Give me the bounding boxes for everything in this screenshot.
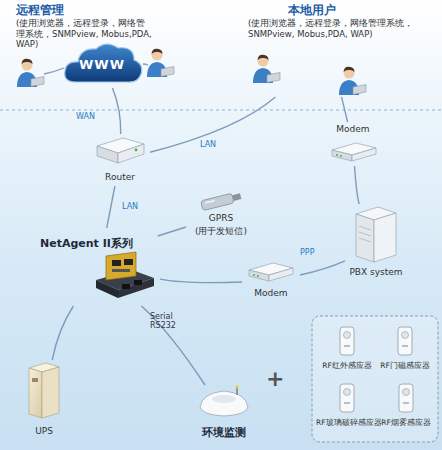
node-text: Modem: [242, 288, 300, 298]
card-icon: [92, 250, 158, 302]
env-art: [196, 385, 252, 419]
node-text: 远程管理: [16, 2, 146, 19]
node-text: NetAgent II系列: [40, 236, 150, 251]
node-text: RF门磁感应器: [376, 361, 434, 371]
rf-sensor: RF门磁感应器: [376, 325, 434, 375]
env-icon: [196, 385, 252, 419]
ups-device: UPS: [18, 360, 70, 442]
sensor-icon: [337, 382, 357, 414]
network-link: [150, 97, 275, 152]
link-label: LAN: [122, 202, 138, 211]
zone-separator: [0, 110, 442, 111]
plus-sign: +: [266, 366, 284, 391]
link-label: PPP: [300, 248, 314, 257]
netagent-card: NetAgent II系列: [38, 228, 160, 306]
user-art: [336, 64, 368, 96]
sensor-group-box: [312, 316, 438, 442]
node-text: UPS: [18, 426, 70, 436]
remote-user-icon: [147, 49, 174, 77]
pbx-server: PBX system: [345, 204, 407, 290]
user-icon: [336, 64, 368, 96]
router-icon: [94, 134, 146, 166]
remote-user-icon: [17, 59, 44, 87]
ups-icon: [26, 360, 62, 420]
node-text: 本地用户: [288, 2, 408, 19]
modem-art: [329, 140, 379, 164]
user-art: [250, 52, 282, 84]
link-label: LAN: [200, 140, 216, 149]
network-link: [355, 166, 360, 204]
node-text: 环境监测: [188, 425, 260, 440]
node-text: WWW: [62, 57, 142, 72]
modem-icon: [329, 140, 379, 164]
user-wire: [44, 68, 64, 74]
rf-sensor: RF烟雾感应器: [377, 382, 435, 432]
network-link: [158, 227, 186, 236]
usb-art: [197, 188, 245, 212]
rf-sensor: RF玻璃破碎感应器: [316, 382, 378, 432]
node-text: RF红外感应器: [318, 361, 376, 371]
sensor-art: [337, 325, 357, 357]
sensor-icon: [396, 382, 416, 414]
network-link: [142, 306, 206, 385]
modem-device: Modem: [325, 122, 381, 166]
gprs-device: GPRS (用于发短信): [186, 188, 256, 244]
sensor-icon: [337, 325, 357, 357]
router-art: [94, 134, 146, 166]
network-link: [107, 186, 115, 228]
network-link: [342, 97, 348, 122]
local-user-group: 本地用户(使用浏览器，远程登录，网络管理系统， SNMPview, Mobus,…: [228, 2, 432, 97]
modem-icon: [246, 260, 296, 284]
node-text: Router: [90, 172, 150, 182]
link-label: WAN: [76, 112, 95, 121]
server-art: [352, 204, 400, 264]
internet-cloud: WWW: [62, 40, 144, 88]
network-link: [52, 306, 73, 360]
sensor-art: [396, 382, 416, 414]
env-monitor: 环境监测: [188, 385, 260, 443]
usb-icon: [197, 188, 245, 212]
group-heading-block: 远程管理(使用浏览器，远程登录，网络管理系统，SNMPview, Mobus,P…: [4, 2, 154, 48]
rf-sensor: RF红外感应器: [318, 325, 376, 375]
server-icon: [352, 204, 400, 264]
node-text: RF烟雾感应器: [377, 418, 435, 428]
network-link: [300, 261, 345, 275]
modem-art: [246, 260, 296, 284]
sensor-art: [395, 325, 415, 357]
user-icon: [250, 52, 282, 84]
modem-device: Modem: [242, 260, 300, 302]
node-text: PBX system: [345, 267, 407, 277]
card-art: [92, 250, 158, 302]
node-text: (使用浏览器，远程登录，网络管理系统， SNMPview, Mobus,PDA,…: [248, 18, 428, 39]
network-link: [160, 279, 242, 282]
node-text: GPRS: [186, 213, 256, 223]
sensor-icon: [395, 325, 415, 357]
user-wire: [143, 64, 148, 65]
router-device: Router: [90, 134, 150, 186]
network-link: [113, 88, 121, 134]
node-text: Modem: [325, 124, 381, 134]
node-text: RF玻璃破碎感应器: [316, 418, 378, 428]
node-text: (用于发短信): [186, 225, 256, 238]
link-label: Serial RS232: [150, 312, 190, 330]
ups-art: [26, 360, 62, 420]
sensor-art: [337, 382, 357, 414]
node-text: (使用浏览器，远程登录，网络管理系统，SNMPview, Mobus,PDA, …: [16, 18, 152, 50]
